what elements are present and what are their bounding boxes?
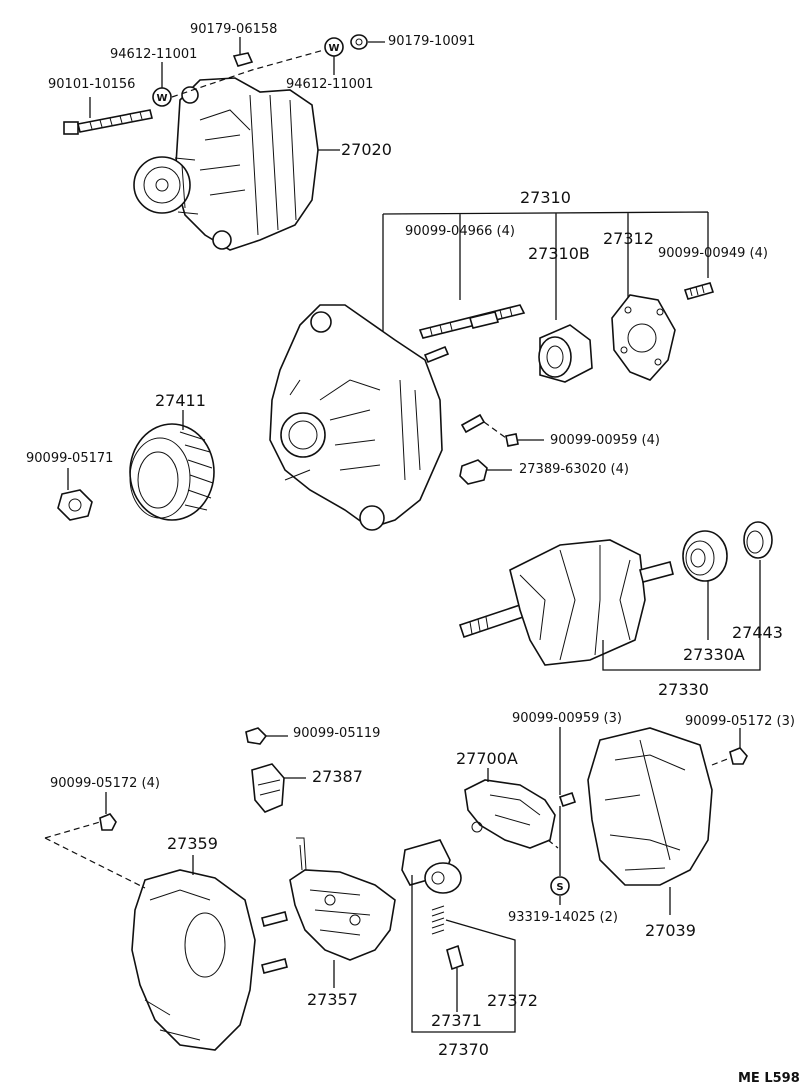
- rotor-27330: [458, 539, 674, 666]
- spring-27372: [431, 905, 445, 935]
- label-27039: 27039: [645, 921, 696, 940]
- label-27312: 27312: [603, 229, 654, 248]
- plug-27387: [251, 763, 285, 813]
- rear-cover-27039: [587, 727, 713, 886]
- cover-27443: [743, 521, 773, 559]
- label-27443: 27443: [732, 623, 783, 642]
- nut-90179-10091: [350, 34, 368, 50]
- label-27389-63020: 27389-63020 (4): [519, 462, 629, 477]
- nut-90099-05171: [57, 489, 93, 521]
- rear-end-frame-27359: [131, 869, 288, 1051]
- label-94612-11001-b: 94612-11001: [286, 77, 374, 92]
- alternator-assembly-drawing: [133, 77, 319, 251]
- nut-90099-05119: [245, 727, 268, 745]
- through-bolt-90101-10156: [63, 109, 153, 135]
- label-90099-05172-a: 90099-05172 (3): [685, 714, 795, 729]
- brush-holder-27370: [401, 839, 462, 894]
- bolt-90099-00959-b: [558, 791, 577, 808]
- label-90099-05171: 90099-05171: [26, 451, 114, 466]
- spacer-s-marker: S: [556, 882, 563, 893]
- label-90099-04966: 90099-04966 (4): [405, 224, 515, 239]
- washer-w-right-marker: W: [328, 43, 339, 54]
- spacer-s-93319-14025: [550, 876, 570, 896]
- label-27310: 27310: [520, 188, 571, 207]
- retainer-plate-27312: [611, 294, 676, 381]
- label-27372: 27372: [487, 991, 538, 1010]
- rectifier-27357: [289, 837, 396, 961]
- label-27411: 27411: [155, 391, 206, 410]
- label-90179-06158: 90179-06158: [190, 22, 278, 37]
- nut-90099-05172-left: [99, 813, 117, 831]
- label-27370: 27370: [438, 1040, 489, 1059]
- label-27371: 27371: [431, 1011, 482, 1030]
- nut-90099-05172-right: [729, 747, 748, 765]
- label-90099-00959-a: 90099-00959 (4): [550, 433, 660, 448]
- bolt-90099-00959-a: [460, 413, 519, 447]
- label-27330A: 27330A: [683, 645, 745, 664]
- brush-27371: [446, 944, 464, 971]
- washer-w-left-marker: W: [156, 93, 167, 104]
- label-90179-10091: 90179-10091: [388, 34, 476, 49]
- nut-90179-06158: [232, 52, 254, 67]
- bearing-27330A: [682, 530, 728, 582]
- label-90099-00959-b: 90099-00959 (3): [512, 711, 622, 726]
- label-27330: 27330: [658, 680, 709, 699]
- label-27387: 27387: [312, 767, 363, 786]
- pulley-27411: [129, 423, 215, 521]
- label-93319-14025: 93319-14025 (2): [508, 910, 618, 925]
- label-90099-05119: 90099-05119: [293, 726, 381, 741]
- footer-code: ME L598: [738, 1071, 800, 1086]
- label-27700A: 27700A: [456, 749, 518, 768]
- label-90101-10156: 90101-10156: [48, 77, 136, 92]
- regulator-27700A: [464, 779, 556, 849]
- label-90099-00949: 90099-00949 (4): [658, 246, 768, 261]
- bolt-90099-00949: [683, 282, 715, 300]
- label-27357: 27357: [307, 990, 358, 1009]
- label-94612-11001-a: 94612-11001: [110, 47, 198, 62]
- label-27310B: 27310B: [528, 244, 590, 263]
- drive-end-frame-drawing: [269, 304, 443, 531]
- label-27020: 27020: [341, 140, 392, 159]
- insulator-27389-63020: [459, 459, 488, 485]
- label-27359: 27359: [167, 834, 218, 853]
- terminal-bolt-small: [423, 345, 450, 364]
- bearing-27310B: [538, 324, 593, 383]
- stud-bolt-90099-04966: [418, 304, 526, 339]
- label-90099-05172-b: 90099-05172 (4): [50, 776, 160, 791]
